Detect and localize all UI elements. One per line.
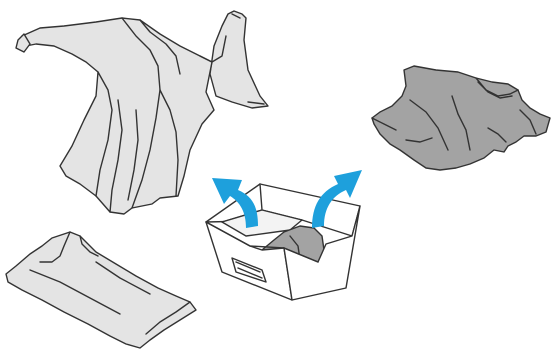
- storage-basket-icon: [206, 184, 360, 300]
- tshirt-icon: [372, 66, 550, 170]
- tank-top-icon: [6, 232, 196, 348]
